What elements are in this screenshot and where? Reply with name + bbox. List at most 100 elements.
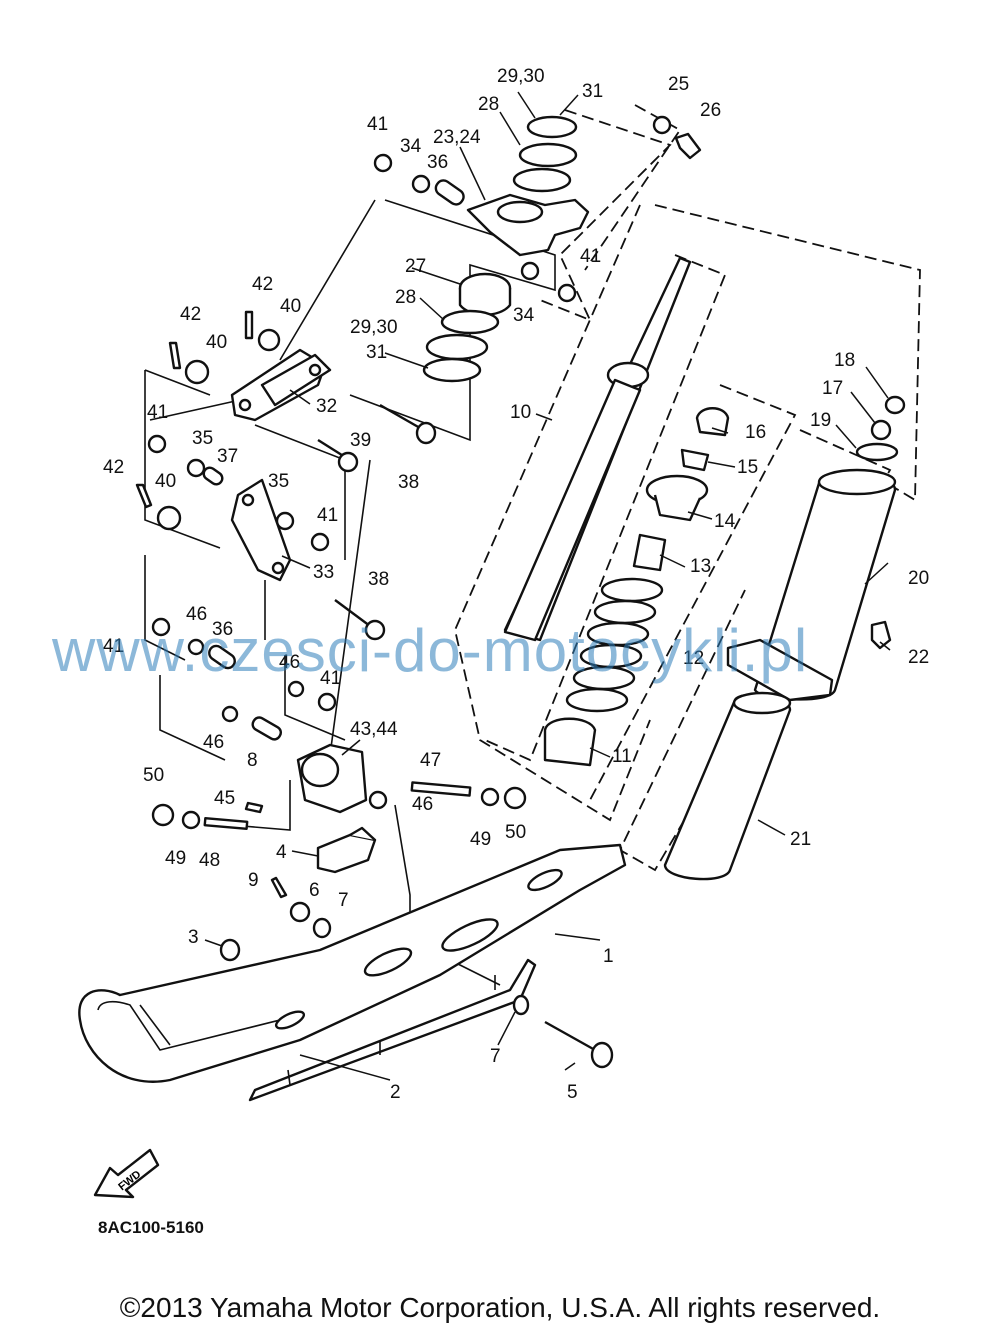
callout-22: 22 (908, 647, 929, 668)
bolt-22 (870, 620, 892, 650)
callout-6: 6 (309, 880, 320, 901)
spring-retainer-14-body (653, 494, 702, 522)
callout-39: 39 (350, 430, 371, 451)
spring-stopper-15 (680, 448, 710, 472)
callout-33: 33 (313, 562, 334, 583)
cylinder-20-top (817, 468, 897, 496)
ring-2930-mid (425, 333, 489, 361)
callout-36-top: 36 (427, 152, 448, 173)
nut-3 (219, 938, 241, 962)
leader-lines (204, 91, 891, 1081)
bushing-46b (287, 680, 305, 698)
washer-41c (147, 434, 167, 454)
callout-41-left-low: 41 (103, 636, 124, 657)
callout-48: 48 (199, 850, 220, 871)
callout-31-top: 31 (582, 81, 603, 102)
upper-bracket-eye (496, 200, 544, 224)
group-outline-shock-lower (454, 204, 651, 822)
bolt-26 (674, 132, 702, 160)
callout-18: 18 (834, 350, 855, 371)
callout-46-b: 46 (279, 652, 300, 673)
callout-labels: 1 2 3 4 5 6 7 7 8 9 10 11 12 13 14 15 16… (103, 66, 929, 1103)
callout-28-mid: 28 (395, 287, 416, 308)
pin-45 (244, 801, 264, 814)
callout-38-upper: 38 (398, 472, 419, 493)
callout-42-top: 42 (252, 274, 273, 295)
callout-7-upper: 7 (338, 890, 349, 911)
fwd-arrow-icon (93, 1148, 160, 1199)
callout-41-right-top: 41 (580, 246, 601, 267)
callout-40-top: 40 (280, 296, 301, 317)
pin-36-lower (208, 644, 236, 670)
callout-41-right-low: 41 (320, 668, 341, 689)
callout-49-right: 49 (470, 829, 491, 850)
damper-pad (316, 833, 377, 874)
bolt-47 (410, 781, 472, 797)
bolt-38-lower-head (364, 619, 386, 641)
linkage-outline-left-lower (159, 459, 371, 761)
ski-loop (97, 1000, 301, 1051)
bushing-46a (187, 638, 205, 656)
callout-21: 21 (790, 829, 811, 850)
nut-17 (870, 419, 892, 441)
callout-35-right: 35 (268, 471, 289, 492)
link-arm-33-hole-a (241, 493, 255, 507)
callout-40-mid: 40 (206, 332, 227, 353)
callout-36-lower: 36 (212, 619, 233, 640)
ski-slot-4 (274, 1010, 306, 1030)
ski-body (78, 843, 627, 1083)
shock-rod-lower (503, 378, 642, 642)
nut-50b (503, 786, 527, 810)
nut-50a (151, 803, 175, 827)
link-arm-32-hole-b (308, 363, 322, 377)
ski-slot-1 (527, 868, 563, 892)
callout-37: 37 (217, 446, 238, 467)
callout-29-30-top: 29,30 (497, 66, 545, 87)
washer-34b (520, 261, 540, 281)
callout-20: 20 (908, 568, 929, 589)
group-outline-top-bracket (539, 109, 672, 322)
washer-6 (289, 901, 311, 923)
callout-50-right: 50 (505, 822, 526, 843)
callout-11: 11 (612, 746, 632, 767)
callout-34-mid: 34 (513, 305, 535, 326)
nut-40c (156, 505, 182, 531)
website-watermark: www.czesci-do-motocykli.pl (52, 617, 809, 684)
group-outline-shock-rod (484, 254, 727, 762)
ring-28-top (512, 167, 572, 193)
callout-42-low: 42 (103, 457, 124, 478)
copyright-notice: ©2013 Yamaha Motor Corporation, U.S.A. A… (119, 1292, 881, 1323)
spring-guide-13 (632, 533, 667, 572)
cotter-pin-42b (168, 341, 182, 370)
boot-21-top (732, 691, 792, 715)
callout-41-right-mid: 41 (317, 505, 338, 526)
ski-slot-3 (363, 947, 413, 977)
callout-10: 10 (510, 402, 531, 423)
bolt-9 (270, 876, 288, 899)
ski-bracket-boss (300, 752, 340, 788)
ring-31-top (526, 115, 578, 139)
callout-47: 47 (420, 750, 441, 771)
spring-seat-11 (543, 717, 597, 767)
coil-spring-12 (565, 577, 664, 713)
callout-5: 5 (567, 1082, 578, 1103)
link-arm-32-hole-a (238, 398, 252, 412)
washer-41e (151, 617, 171, 637)
cotter-pin-42a (244, 310, 254, 340)
bushing-46c (221, 705, 239, 723)
callout-7-lower: 7 (490, 1046, 501, 1067)
cotter-pin-42c (135, 483, 153, 509)
callout-25: 25 (668, 74, 689, 95)
washer-41b (557, 283, 577, 303)
callout-45: 45 (214, 788, 235, 809)
ring-2930-top (518, 142, 578, 168)
group-outline-top-right (584, 104, 682, 271)
bolt-39-head (337, 451, 359, 473)
washer-34a (411, 174, 431, 194)
damper-pad-top (349, 826, 376, 841)
spindle-bolt-head (590, 1041, 614, 1069)
callout-46-c: 46 (203, 732, 224, 753)
callout-28-top: 28 (478, 94, 499, 115)
callout-14: 14 (714, 511, 736, 532)
